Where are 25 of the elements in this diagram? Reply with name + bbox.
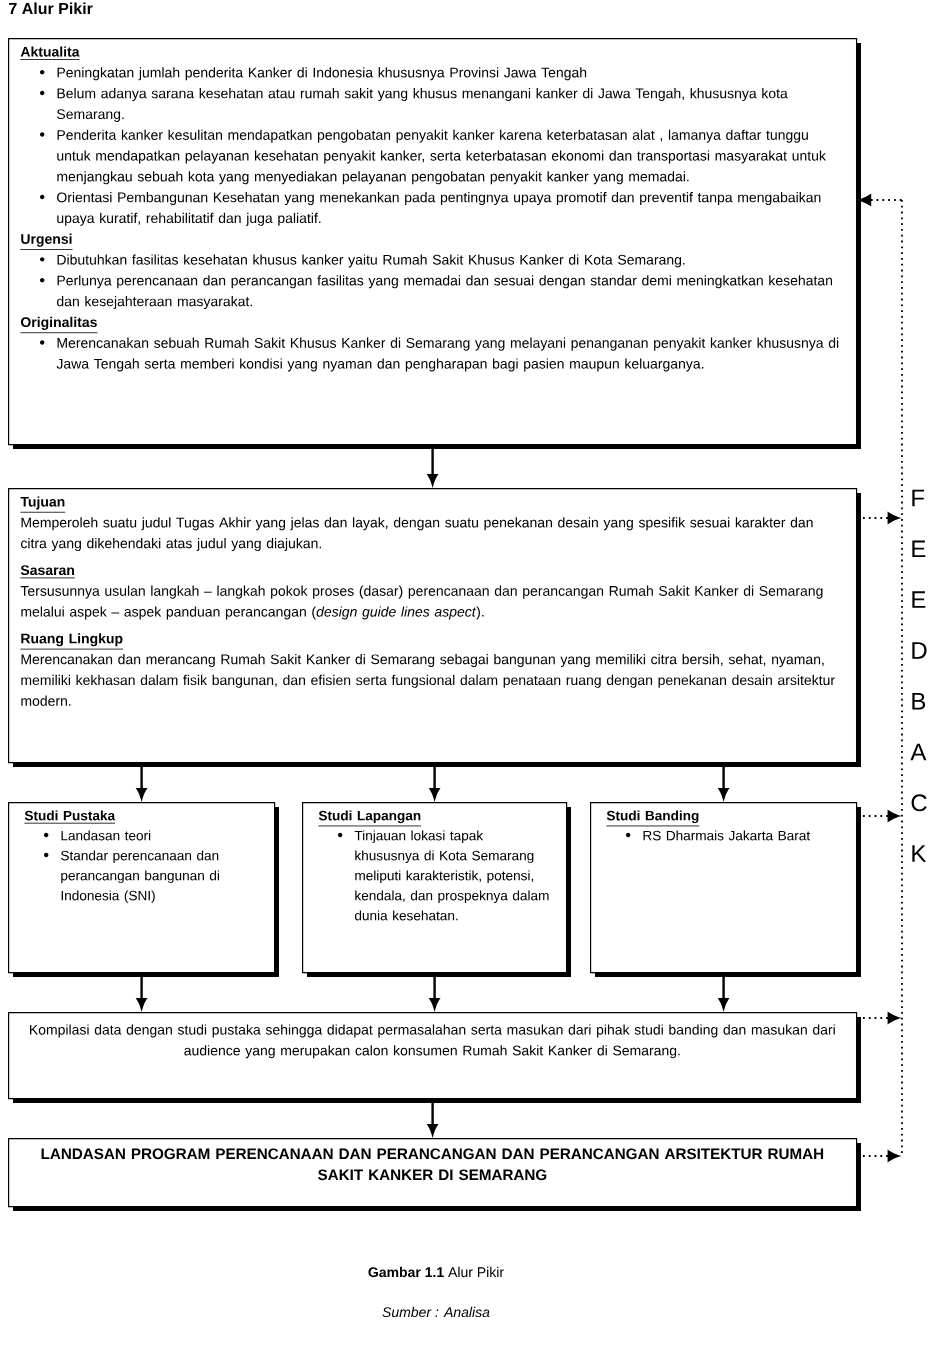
arrow bbox=[136, 973, 147, 1009]
feedback-arrow bbox=[859, 194, 903, 206]
section-title: 7 Alur Pikir bbox=[9, 2, 93, 15]
arrow bbox=[718, 973, 729, 1009]
text-box bbox=[590, 802, 861, 977]
feedback-letter: E bbox=[912, 540, 926, 558]
feedback-letter: D bbox=[912, 642, 927, 659]
text-box bbox=[8, 1138, 861, 1211]
arrow bbox=[427, 1099, 438, 1135]
arrow bbox=[427, 445, 438, 485]
feedback-letter: E bbox=[912, 591, 926, 608]
text-box bbox=[8, 802, 279, 977]
text-box bbox=[8, 1012, 861, 1103]
text-box bbox=[8, 38, 861, 449]
feedback-letter: C bbox=[911, 794, 927, 812]
feedback-letter: B bbox=[912, 692, 926, 710]
arrow bbox=[136, 763, 147, 799]
feedback-letter: K bbox=[912, 845, 927, 862]
text-box bbox=[8, 488, 861, 767]
arrow bbox=[429, 763, 440, 799]
arrow bbox=[429, 973, 440, 1009]
feedback-letter: F bbox=[912, 489, 925, 507]
arrow bbox=[718, 763, 729, 799]
feedback-letter: A bbox=[910, 743, 927, 761]
text-box bbox=[302, 802, 571, 977]
